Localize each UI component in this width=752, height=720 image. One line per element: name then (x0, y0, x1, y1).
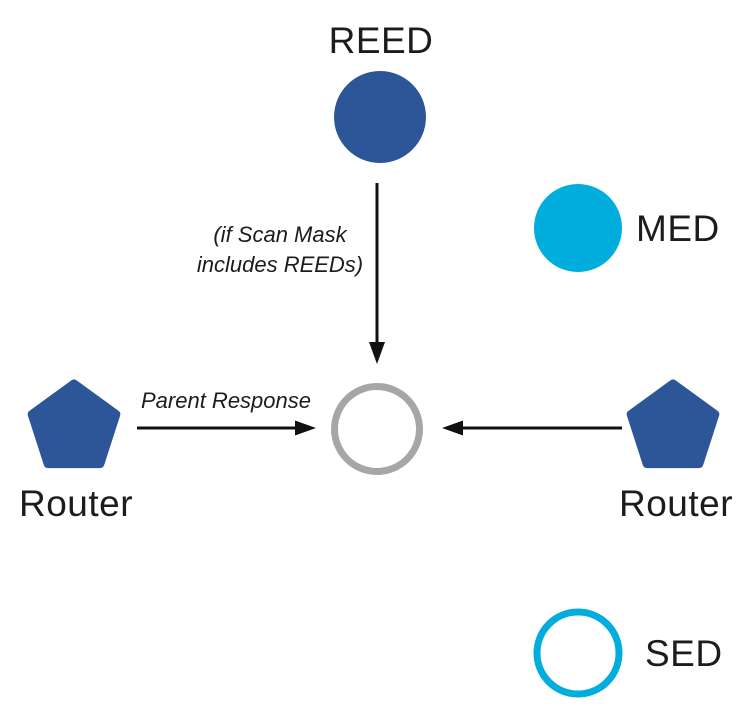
router-right-label: Router (618, 483, 734, 524)
arrow-reed-head (369, 342, 385, 364)
router-left-pentagon (27, 379, 121, 469)
scan-mask-annotation-line1: (if Scan Mask (213, 222, 347, 247)
sed-label: SED (645, 633, 723, 674)
arrow-router-left-to-center (137, 420, 316, 436)
arrow-router-right-to-center (442, 420, 622, 436)
reed-node-circle (334, 71, 426, 163)
sed-node-circle (533, 608, 623, 698)
med-label: MED (636, 208, 720, 249)
reed-label: REED (328, 20, 434, 61)
med-node-circle (534, 184, 622, 272)
center-node-circle (331, 383, 423, 475)
arrow-reed-to-center (369, 183, 385, 364)
parent-response-annotation: Parent Response (141, 388, 311, 413)
arrow-left-head (295, 420, 316, 436)
scan-mask-annotation: (if Scan Mask includes REEDs) (197, 220, 363, 280)
router-left-label: Router (18, 483, 134, 524)
arrow-right-head (442, 420, 463, 436)
router-right-pentagon (626, 379, 720, 469)
scan-mask-annotation-line2: includes REEDs) (196, 252, 364, 277)
